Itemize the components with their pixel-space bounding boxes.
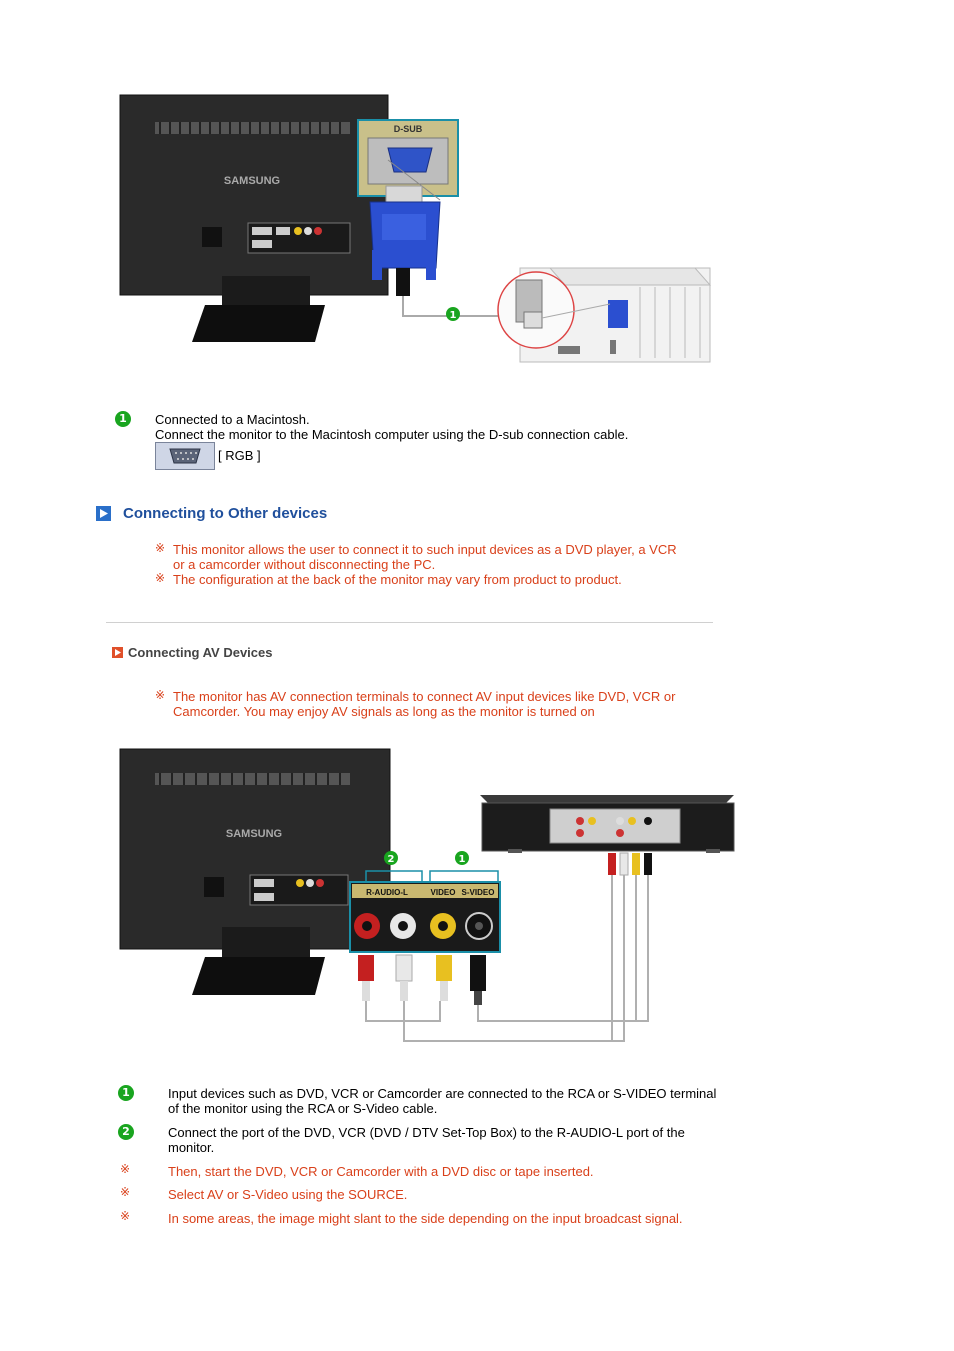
- step-line: Input devices such as DVD, VCR or Camcor…: [168, 1086, 717, 1101]
- step-line: Connect the port of the DVD, VCR (DVD / …: [168, 1125, 685, 1140]
- bottom-note-1: Then, start the DVD, VCR or Camcorder wi…: [168, 1164, 594, 1179]
- port-label: [ RGB ]: [218, 448, 261, 463]
- svg-text:2: 2: [388, 854, 395, 865]
- step-line: monitor.: [168, 1140, 215, 1155]
- step-line: of the monitor using the RCA or S-Video …: [168, 1101, 438, 1116]
- play-arrow-icon: [96, 506, 111, 521]
- note-line: Camcorder. You may enjoy AV signals as l…: [173, 704, 595, 719]
- subsection-title: Connecting AV Devices: [128, 645, 273, 660]
- description-line: Connect the monitor to the Macintosh com…: [155, 427, 629, 442]
- svg-text:1: 1: [459, 854, 466, 865]
- bottom-note-2: Select AV or S-Video using the SOURCE.: [168, 1187, 408, 1202]
- divider: [106, 622, 713, 623]
- orange-arrow-icon: [112, 647, 123, 658]
- svg-text:1: 1: [450, 310, 457, 321]
- note-symbol: ※: [120, 1162, 131, 1176]
- svg-text:S-VIDEO: S-VIDEO: [462, 888, 495, 897]
- step-badge-1: 1: [118, 1085, 134, 1101]
- note-line: or a camcorder without disconnecting the…: [173, 557, 436, 572]
- brand-logo: SAMSUNG: [224, 175, 280, 187]
- brand-logo: SAMSUNG: [226, 828, 282, 840]
- description-line: Connected to a Macintosh.: [155, 412, 310, 427]
- svg-text:R-AUDIO-L: R-AUDIO-L: [366, 888, 408, 897]
- dsub-connection-figure: SAMSUNG D-SUB 1: [119, 94, 712, 363]
- step-badge-1: 1: [115, 411, 131, 427]
- vga-port-icon: [155, 442, 215, 470]
- step-badge-2: 2: [118, 1124, 134, 1140]
- section-title: Connecting to Other devices: [123, 505, 328, 522]
- av-connection-figure: SAMSUNG 2 1 R-AUDIO-L VIDEO S-VIDEO: [119, 748, 735, 1042]
- svg-text:D-SUB: D-SUB: [394, 124, 423, 134]
- section-note-2: The configuration at the back of the mon…: [173, 572, 622, 587]
- svg-text:VIDEO: VIDEO: [431, 888, 456, 897]
- note-symbol: ※: [155, 541, 166, 555]
- note-line: This monitor allows the user to connect …: [173, 542, 677, 557]
- note-line: The monitor has AV connection terminals …: [173, 689, 676, 704]
- note-symbol: ※: [120, 1209, 131, 1223]
- note-symbol: ※: [120, 1185, 131, 1199]
- bottom-note-3: In some areas, the image might slant to …: [168, 1211, 683, 1226]
- note-symbol: ※: [155, 688, 166, 702]
- note-symbol: ※: [155, 571, 166, 585]
